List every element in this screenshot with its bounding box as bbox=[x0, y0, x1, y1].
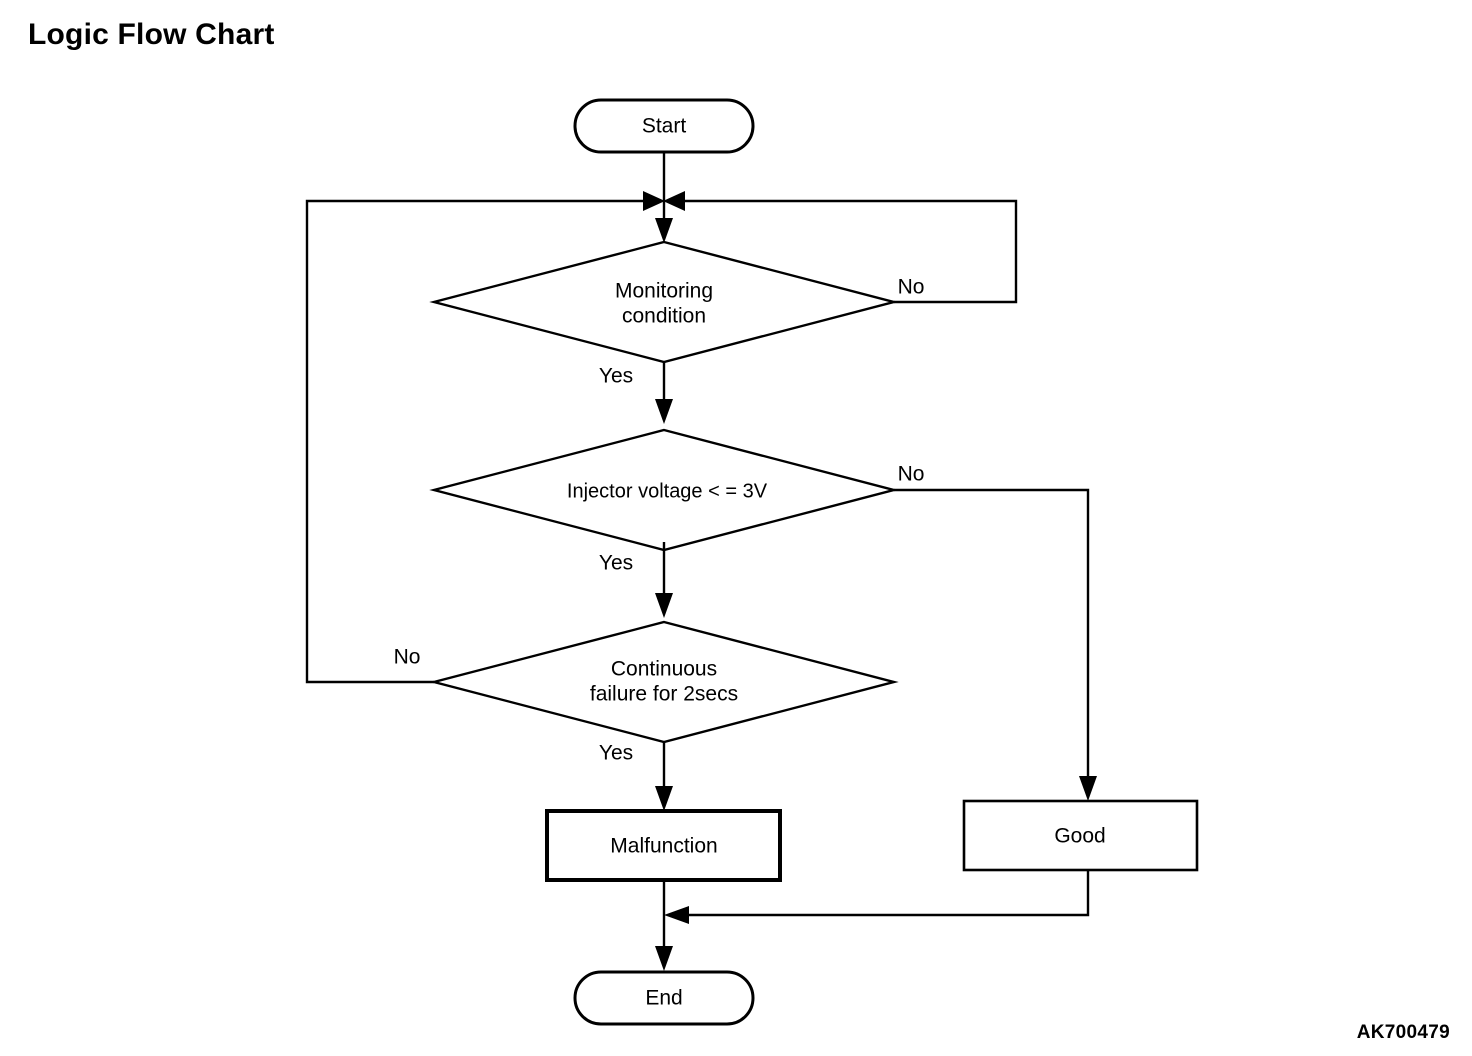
node-good[interactable]: Good bbox=[962, 799, 1199, 872]
connector-continuous-yes bbox=[655, 742, 673, 811]
start-label: Start bbox=[642, 115, 687, 138]
node-malfunction[interactable]: Malfunction bbox=[545, 809, 782, 882]
monitoring-condition-label-line2: condition bbox=[622, 305, 706, 328]
branch-label-monitoring-yes: Yes bbox=[599, 365, 633, 388]
end-label: End bbox=[645, 987, 682, 1010]
node-injector-voltage[interactable]: Injector voltage < = 3V bbox=[429, 428, 899, 552]
arrow-head-into-continuous bbox=[655, 593, 673, 618]
connector-monitoring-no-loop bbox=[663, 191, 1018, 304]
arrow-head-into-injector bbox=[655, 399, 673, 424]
connector-continuous-no-loop bbox=[305, 191, 665, 684]
connector-monitoring-yes bbox=[655, 362, 673, 424]
connector-good-to-end bbox=[664, 869, 1090, 924]
arrow-head-into-end bbox=[655, 946, 673, 971]
end-shape[interactable] bbox=[573, 970, 755, 1026]
branch-label-continuous-yes: Yes bbox=[599, 742, 633, 765]
page-title: Logic Flow Chart bbox=[28, 18, 275, 51]
start-shape[interactable] bbox=[573, 98, 755, 154]
node-end[interactable]: End bbox=[573, 970, 755, 1026]
node-start[interactable]: Start bbox=[573, 98, 755, 154]
node-continuous-failure[interactable]: Continuous failure for 2secs bbox=[429, 620, 899, 744]
arrow-head-loop-right-into-junction bbox=[663, 191, 685, 211]
good-shape[interactable] bbox=[962, 799, 1199, 872]
arrow-head-into-malfunction bbox=[655, 786, 673, 811]
connector-start-to-junction bbox=[655, 151, 673, 243]
branch-label-continuous-no: No bbox=[394, 646, 421, 669]
good-label: Good bbox=[1054, 825, 1105, 848]
branch-label-injector-yes: Yes bbox=[599, 552, 633, 575]
arrow-head-into-monitoring bbox=[655, 218, 673, 243]
connector-injector-no bbox=[894, 488, 1097, 801]
continuous-failure-label-line1: Continuous bbox=[611, 658, 717, 681]
arrow-head-merge-into-end-line bbox=[664, 906, 689, 924]
branch-label-monitoring-no: No bbox=[898, 276, 925, 299]
branch-label-injector-no: No bbox=[898, 463, 925, 486]
injector-voltage-label: Injector voltage < = 3V bbox=[567, 480, 768, 502]
malfunction-label: Malfunction bbox=[610, 835, 717, 858]
injector-voltage-shape[interactable] bbox=[429, 428, 899, 552]
malfunction-shape[interactable] bbox=[545, 809, 782, 882]
continuous-failure-shape[interactable] bbox=[429, 620, 899, 744]
monitoring-condition-shape[interactable] bbox=[429, 240, 899, 364]
arrow-head-loop-left-into-junction bbox=[643, 191, 665, 211]
continuous-failure-label-line2: failure for 2secs bbox=[590, 683, 738, 706]
monitoring-condition-label-line1: Monitoring bbox=[615, 280, 713, 303]
connector-injector-yes bbox=[655, 542, 673, 618]
connector-malfunction-to-end bbox=[655, 880, 673, 971]
arrow-head-into-good bbox=[1079, 776, 1097, 801]
watermark-code: AK700479 bbox=[1356, 1022, 1450, 1043]
node-monitoring-condition[interactable]: Monitoring condition bbox=[429, 240, 899, 364]
